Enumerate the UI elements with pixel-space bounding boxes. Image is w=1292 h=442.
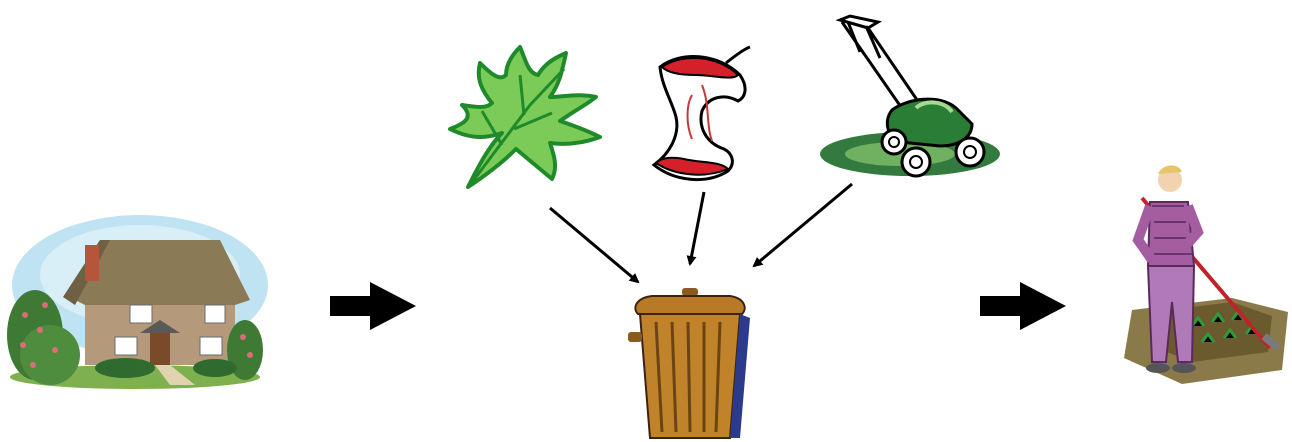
arrow-mower xyxy=(754,184,852,266)
arrow-leaf xyxy=(550,208,638,282)
gardener-compost-icon xyxy=(1112,162,1292,392)
block-arrow-right xyxy=(980,282,1070,330)
arrow-apple xyxy=(690,192,704,264)
trash-can-icon xyxy=(622,288,756,442)
